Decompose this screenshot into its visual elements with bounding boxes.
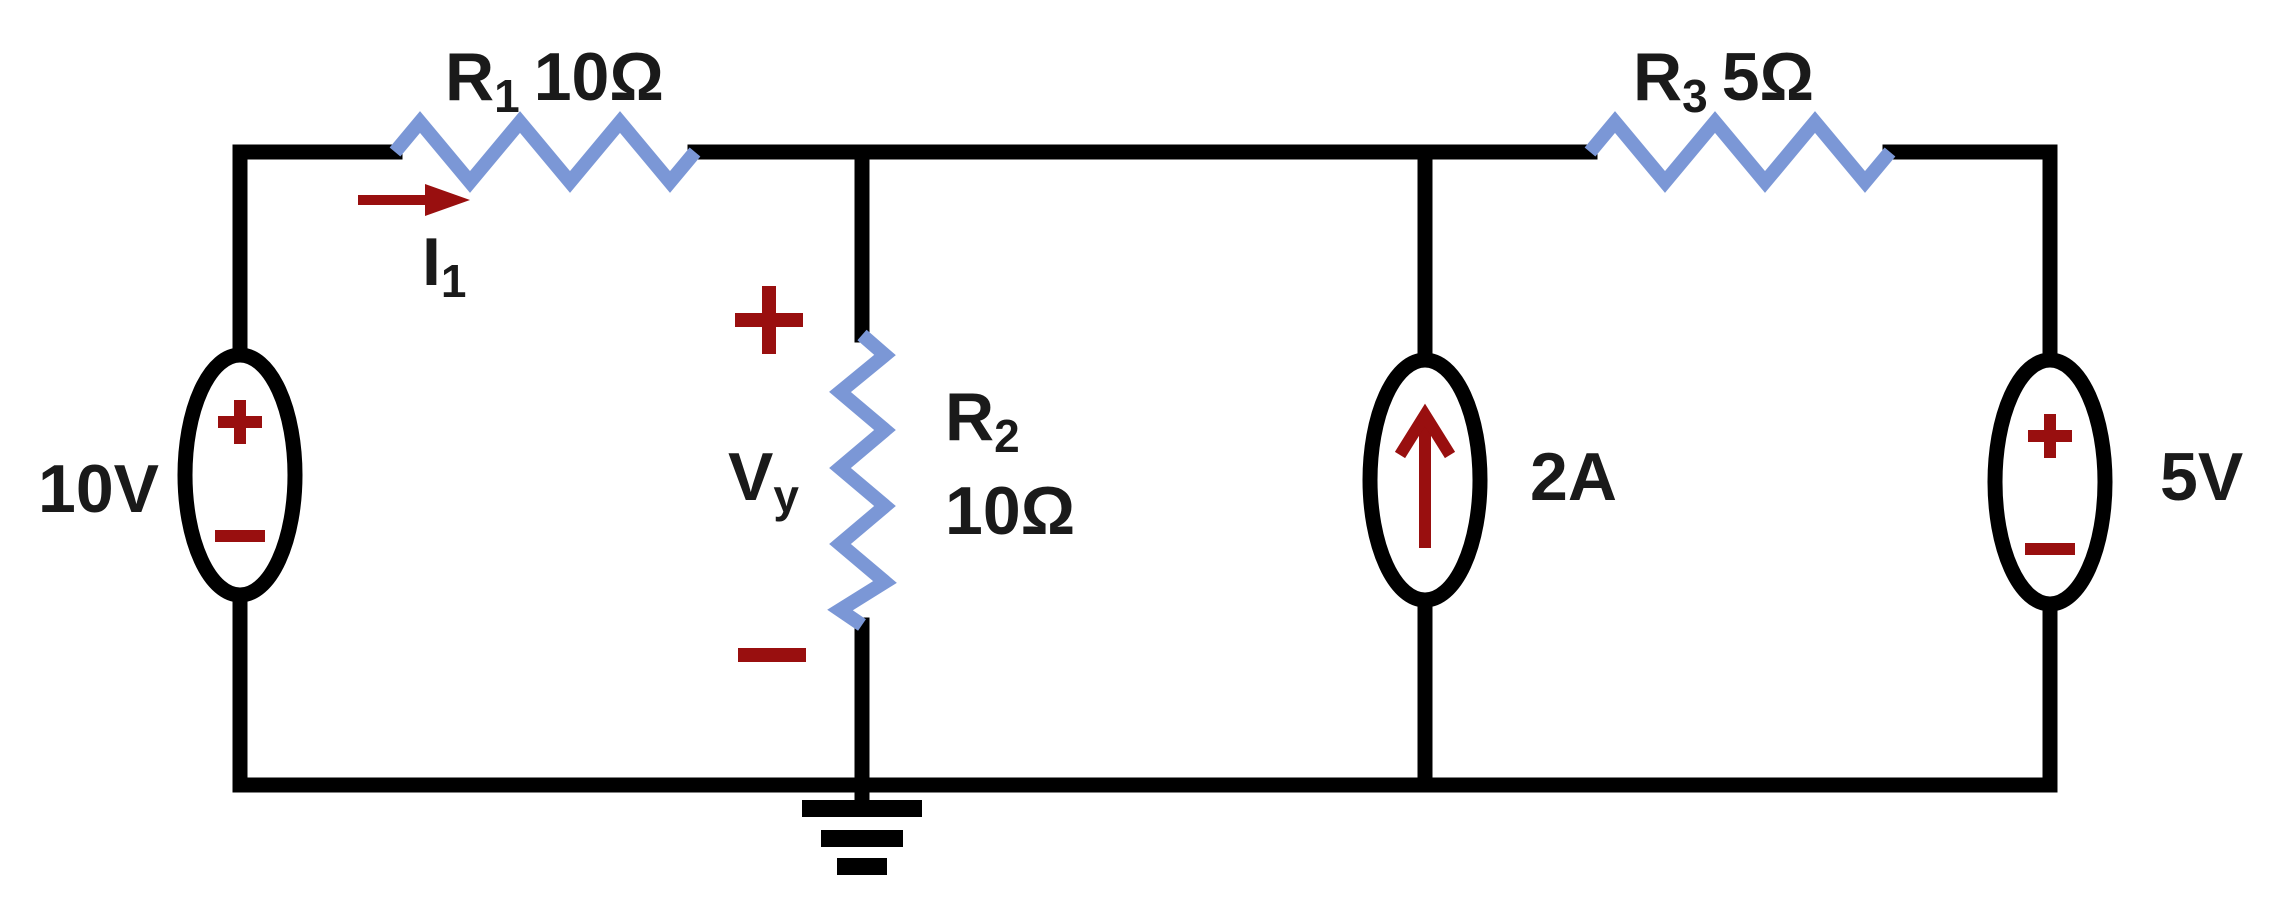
- plus-icon: [2028, 414, 2072, 458]
- label-r2-name: R2: [945, 379, 1020, 462]
- resistor-r3: [1584, 111, 1896, 193]
- minus-icon: [215, 530, 265, 542]
- label-2a: 2A: [1530, 439, 1617, 515]
- ground-bar-2: [821, 830, 903, 847]
- arrow-up-icon: [1394, 403, 1456, 548]
- voltage-source-5v-body: [1987, 352, 2113, 612]
- resistor-r1: [389, 111, 701, 193]
- ground-bar-3: [837, 858, 887, 875]
- vy-minus-icon: [738, 648, 806, 662]
- voltage-source-10v: [177, 347, 303, 603]
- voltage-source-5v: [1987, 352, 2113, 612]
- resistors: [389, 111, 1896, 631]
- vy-plus-icon: [735, 286, 803, 354]
- label-10v: 10V: [38, 451, 159, 527]
- voltage-source-10v-body: [177, 347, 303, 603]
- ground-bar-1: [802, 800, 922, 817]
- label-5v: 5V: [2160, 439, 2243, 515]
- current-arrow-icon: [358, 184, 470, 216]
- ground-symbol: [802, 800, 922, 875]
- label-r2-value: 10Ω: [945, 473, 1075, 549]
- resistor-r2: [827, 329, 897, 631]
- wires: [232, 144, 2058, 808]
- label-vy: Vy: [728, 439, 799, 522]
- minus-icon: [2025, 543, 2075, 555]
- plus-icon: [218, 400, 262, 444]
- label-i1: I1: [422, 224, 467, 307]
- current-source-2a: [1362, 352, 1488, 608]
